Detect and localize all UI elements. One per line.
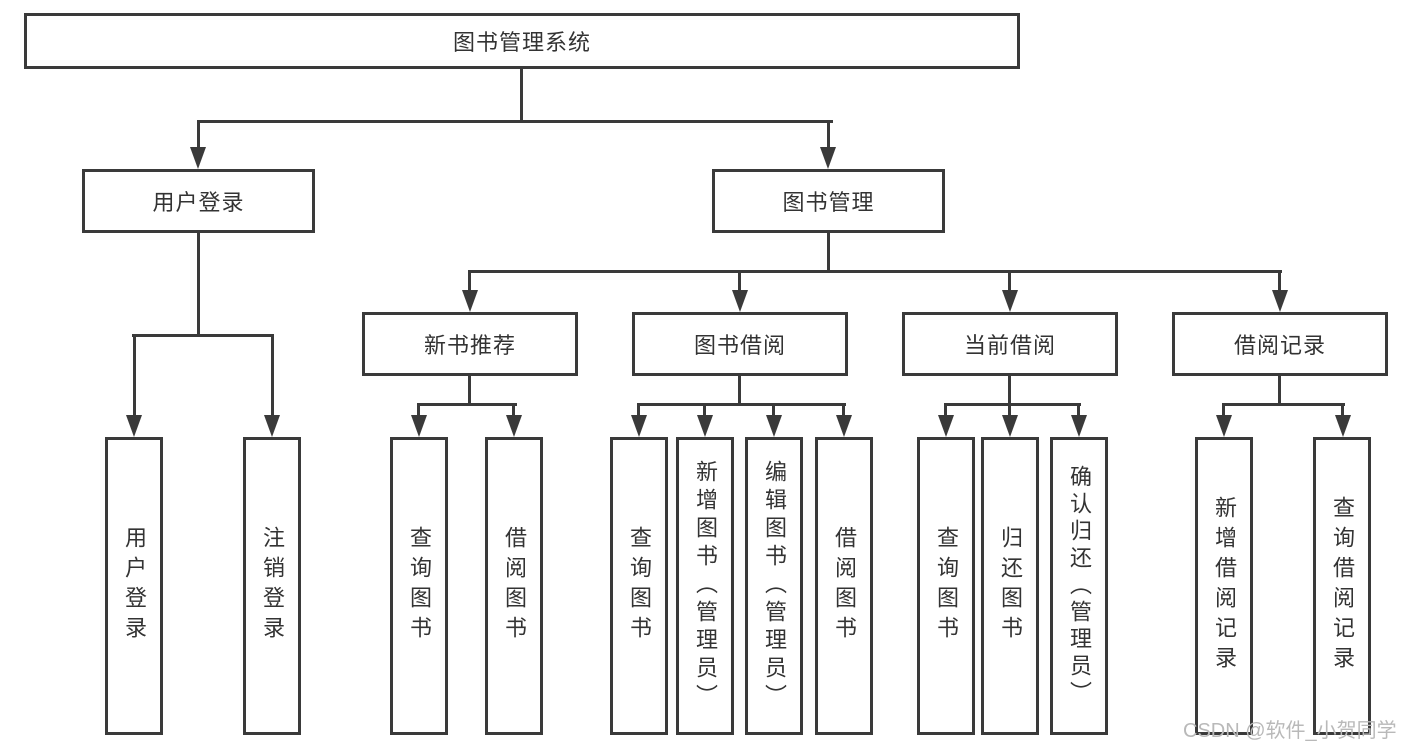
arrowhead-down-icon bbox=[411, 415, 427, 437]
node-new-book-recommend-label: 新书推荐 bbox=[423, 333, 516, 358]
leaf-user-login: 用户登录 bbox=[105, 437, 163, 735]
arrowhead-down-icon bbox=[1071, 415, 1087, 437]
node-new-book-recommend: 新书推荐 bbox=[362, 312, 578, 376]
connector-line bbox=[944, 403, 1081, 406]
node-library-system-root: 图书管理系统 bbox=[24, 13, 1020, 69]
arrowhead-down-icon bbox=[264, 415, 280, 437]
connector-line bbox=[1341, 403, 1344, 417]
arrowhead-down-icon bbox=[732, 290, 748, 312]
connector-line bbox=[842, 403, 845, 417]
leaf-borrowing-query-books-label: 查询图书 bbox=[627, 526, 652, 646]
leaf-borrowing-query-books: 查询图书 bbox=[610, 437, 668, 735]
node-book-borrowing: 图书借阅 bbox=[632, 312, 848, 376]
arrowhead-down-icon bbox=[1216, 415, 1232, 437]
connector-line bbox=[1222, 403, 1225, 417]
arrowhead-down-icon bbox=[506, 415, 522, 437]
node-borrow-records: 借阅记录 bbox=[1172, 312, 1388, 376]
connector-line bbox=[944, 403, 947, 417]
connector-line bbox=[637, 403, 640, 417]
leaf-logout-label: 注销登录 bbox=[260, 526, 285, 646]
connector-line bbox=[1008, 376, 1011, 405]
connector-line bbox=[468, 270, 471, 292]
connector-line bbox=[133, 334, 136, 417]
leaf-records-query-borrow-record: 查询借阅记录 bbox=[1313, 437, 1371, 735]
connector-line bbox=[197, 120, 833, 123]
connector-line bbox=[468, 270, 1282, 273]
node-borrow-records-label: 借阅记录 bbox=[1233, 333, 1326, 358]
leaf-borrowing-borrow-books: 借阅图书 bbox=[815, 437, 873, 735]
leaf-newbook-query-books: 查询图书 bbox=[390, 437, 448, 735]
connector-line bbox=[417, 403, 517, 406]
connector-line bbox=[512, 403, 515, 417]
arrowhead-down-icon bbox=[1002, 290, 1018, 312]
connector-line bbox=[1278, 376, 1281, 405]
connector-line bbox=[637, 403, 846, 406]
arrowhead-down-icon bbox=[836, 415, 852, 437]
arrowhead-down-icon bbox=[126, 415, 142, 437]
leaf-newbook-borrow-books-label: 借阅图书 bbox=[502, 526, 527, 646]
leaf-current-query-books-label: 查询图书 bbox=[934, 526, 959, 646]
node-user-login: 用户登录 bbox=[82, 169, 315, 233]
connector-line bbox=[738, 376, 741, 405]
connector-line bbox=[132, 334, 274, 337]
arrowhead-down-icon bbox=[1335, 415, 1351, 437]
connector-line bbox=[1278, 270, 1281, 292]
csdn-watermark: CSDN @软件_小贺同学 bbox=[1183, 720, 1397, 742]
leaf-borrowing-add-books-admin-label: 新增图书（管理员） bbox=[693, 460, 718, 712]
node-library-system-root-label: 图书管理系统 bbox=[452, 30, 591, 55]
leaf-logout: 注销登录 bbox=[243, 437, 301, 735]
connector-line bbox=[520, 68, 523, 123]
arrowhead-down-icon bbox=[766, 415, 782, 437]
connector-line bbox=[738, 270, 741, 292]
arrowhead-down-icon bbox=[1002, 415, 1018, 437]
node-book-management-label: 图书管理 bbox=[782, 190, 875, 215]
connector-line bbox=[827, 233, 830, 272]
arrowhead-down-icon bbox=[462, 290, 478, 312]
arrowhead-down-icon bbox=[697, 415, 713, 437]
connector-line bbox=[1008, 270, 1011, 292]
leaf-current-return-books: 归还图书 bbox=[981, 437, 1039, 735]
connector-line bbox=[417, 403, 420, 417]
leaf-borrowing-edit-books-admin: 编辑图书（管理员） bbox=[745, 437, 803, 735]
connector-line bbox=[1222, 403, 1345, 406]
arrowhead-down-icon bbox=[820, 147, 836, 169]
leaf-borrowing-borrow-books-label: 借阅图书 bbox=[832, 526, 857, 646]
leaf-borrowing-add-books-admin: 新增图书（管理员） bbox=[676, 437, 734, 735]
connector-line bbox=[197, 233, 200, 336]
arrowhead-down-icon bbox=[1272, 290, 1288, 312]
connector-line bbox=[271, 334, 274, 417]
arrowhead-down-icon bbox=[938, 415, 954, 437]
leaf-records-add-borrow-record-label: 新增借阅记录 bbox=[1212, 496, 1237, 676]
connector-line bbox=[1008, 403, 1011, 417]
connector-line bbox=[772, 403, 775, 417]
connector-line bbox=[197, 120, 200, 149]
connector-line bbox=[827, 120, 830, 149]
connector-line bbox=[703, 403, 706, 417]
arrowhead-down-icon bbox=[190, 147, 206, 169]
connector-line bbox=[468, 376, 471, 405]
node-current-borrowing: 当前借阅 bbox=[902, 312, 1118, 376]
leaf-current-query-books: 查询图书 bbox=[917, 437, 975, 735]
leaf-user-login-label: 用户登录 bbox=[122, 526, 147, 646]
node-current-borrowing-label: 当前借阅 bbox=[963, 333, 1056, 358]
leaf-newbook-query-books-label: 查询图书 bbox=[407, 526, 432, 646]
leaf-current-return-books-label: 归还图书 bbox=[998, 526, 1023, 646]
node-book-borrowing-label: 图书借阅 bbox=[693, 333, 786, 358]
leaf-records-add-borrow-record: 新增借阅记录 bbox=[1195, 437, 1253, 735]
node-book-management: 图书管理 bbox=[712, 169, 945, 233]
node-user-login-label: 用户登录 bbox=[152, 190, 245, 215]
leaf-current-confirm-return-admin-label: 确认归还（管理员） bbox=[1067, 464, 1092, 708]
connector-line bbox=[1077, 403, 1080, 417]
leaf-records-query-borrow-record-label: 查询借阅记录 bbox=[1330, 496, 1355, 676]
arrowhead-down-icon bbox=[631, 415, 647, 437]
leaf-current-confirm-return-admin: 确认归还（管理员） bbox=[1050, 437, 1108, 735]
leaf-borrowing-edit-books-admin-label: 编辑图书（管理员） bbox=[762, 460, 787, 712]
leaf-newbook-borrow-books: 借阅图书 bbox=[485, 437, 543, 735]
